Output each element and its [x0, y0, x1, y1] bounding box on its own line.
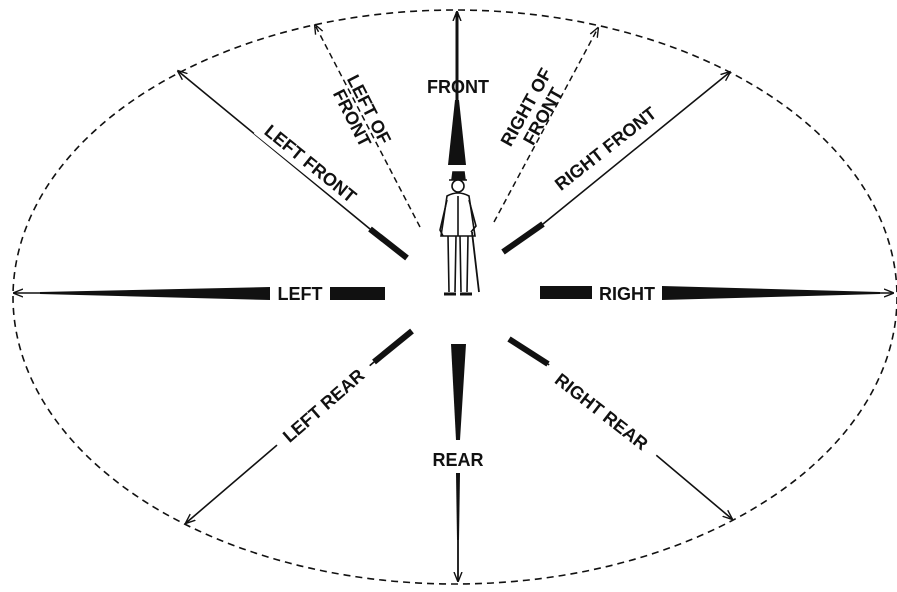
left-wedge-outer [40, 287, 270, 300]
left-front-bar [370, 229, 407, 258]
left-rear-label: LEFT REAR [279, 365, 368, 446]
direction-right-rear: RIGHT REAR [509, 339, 732, 519]
right-wedge-outer [662, 286, 880, 300]
right-label: RIGHT [599, 284, 655, 304]
right-front-label: RIGHT FRONT [551, 103, 660, 194]
right-bar-inner [540, 286, 592, 299]
hat-icon [449, 172, 467, 180]
legs-icon [448, 236, 468, 292]
front-label: FRONT [427, 77, 489, 97]
cane-icon [472, 232, 479, 292]
standing-man-with-cane-icon [440, 172, 479, 294]
direction-front: FRONT [427, 12, 489, 165]
left-rear-bar [374, 331, 412, 362]
right-front-arrow [543, 72, 730, 224]
left-label: LEFT [278, 284, 323, 304]
direction-left-rear: LEFT REAR [186, 331, 412, 523]
rear-wedge-lower [456, 473, 460, 540]
left-front-label: LEFT FRONT [261, 121, 361, 207]
front-wedge [448, 100, 466, 165]
right-rear-bar [509, 339, 548, 364]
left-bar-inner [330, 287, 385, 300]
rear-label: REAR [432, 450, 483, 470]
right-rear-label: RIGHT REAR [551, 369, 652, 454]
direction-left: LEFT [14, 284, 385, 304]
right-front-bar [503, 224, 543, 252]
head-icon [452, 180, 464, 192]
direction-right: RIGHT [540, 284, 893, 304]
direction-rear: REAR [426, 344, 490, 581]
rear-wedge-upper [451, 344, 466, 440]
